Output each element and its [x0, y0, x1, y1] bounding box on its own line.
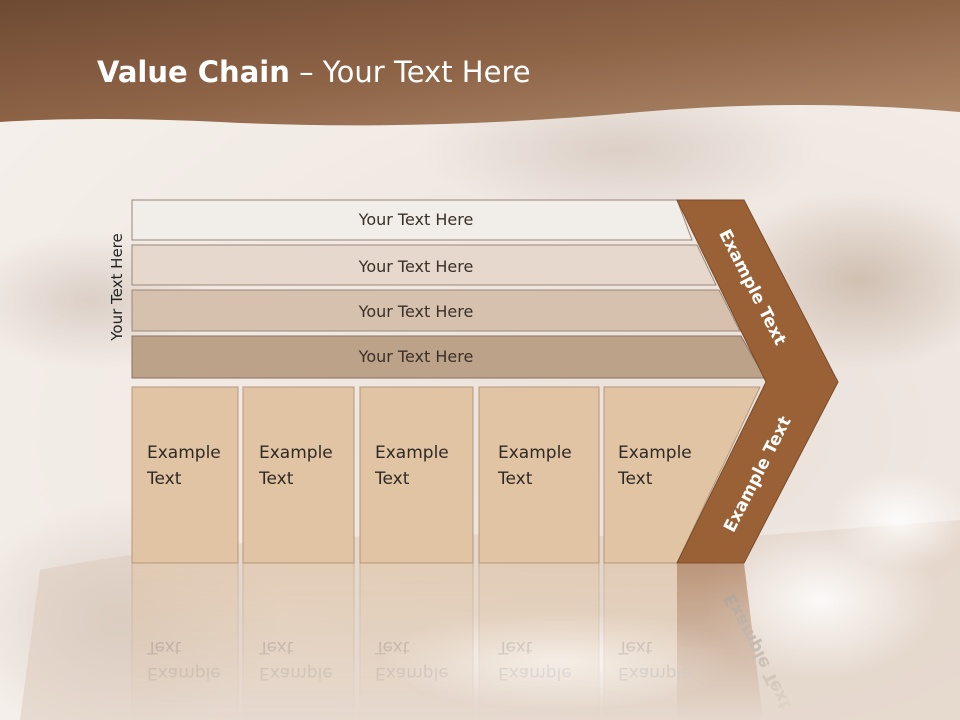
cell-2-box	[242, 386, 355, 564]
reflection: Example Text Example Text Example Text E…	[131, 562, 796, 720]
reflection-text: Example	[618, 663, 692, 683]
title-rest: – Your Text Here	[289, 55, 531, 89]
reflection-cell	[359, 562, 474, 720]
cell-1-box	[131, 386, 239, 564]
bar-3-label: Your Text Here	[358, 302, 474, 321]
cell-5-line2: Text	[617, 469, 653, 489]
reflection-text: Example	[259, 663, 333, 683]
reflection-text: Example	[147, 663, 221, 683]
bar-4: Your Text Here	[131, 335, 766, 379]
cell-3: Example Text	[359, 386, 474, 564]
bar-1-shape	[131, 199, 693, 241]
bar-3: Your Text Here	[131, 289, 741, 332]
bar-4-label: Your Text Here	[358, 347, 474, 366]
cell-1-line2: Text	[146, 469, 182, 489]
bar-2: Your Text Here	[131, 244, 717, 286]
cell-2: Example Text	[242, 386, 355, 564]
bar-3-shape	[131, 289, 741, 332]
bar-1-label: Your Text Here	[358, 210, 474, 229]
cell-3-box	[359, 386, 474, 564]
cell-5-line1: Example	[618, 443, 692, 463]
cell-5: Example Text	[603, 386, 761, 564]
reflection-cell	[478, 562, 600, 720]
reflection-cell	[242, 562, 355, 720]
header-band	[0, 0, 960, 126]
reflection-text: Text	[617, 637, 653, 657]
reflection-text: Text	[374, 637, 410, 657]
cell-3-line2: Text	[374, 469, 410, 489]
reflection-text: Example	[498, 663, 572, 683]
bar-2-label: Your Text Here	[358, 257, 474, 276]
bar-2-shape	[131, 244, 717, 286]
cell-3-line1: Example	[375, 443, 449, 463]
cell-1-line1: Example	[147, 443, 221, 463]
cell-2-line1: Example	[259, 443, 333, 463]
bar-1: Your Text Here	[131, 199, 693, 241]
cell-2-line2: Text	[258, 469, 294, 489]
reflection-text: Example	[375, 663, 449, 683]
cell-4-box	[478, 386, 600, 564]
reflection-text: Text	[146, 637, 182, 657]
bg-salt	[830, 470, 960, 570]
reflection-text: Text	[497, 637, 533, 657]
cell-1: Example Text	[131, 386, 239, 564]
reflection-cell	[131, 562, 239, 720]
reflection-text: Text	[258, 637, 294, 657]
title-bold: Value Chain	[97, 55, 290, 89]
cell-4: Example Text	[478, 386, 600, 564]
reflection-chevron	[677, 563, 764, 720]
cell-4-line2: Text	[497, 469, 533, 489]
cell-4-line1: Example	[498, 443, 572, 463]
reflection-group: Example Text Example Text Example Text E…	[131, 562, 796, 720]
slide-title: Value Chain – Your Text Here	[97, 55, 531, 89]
